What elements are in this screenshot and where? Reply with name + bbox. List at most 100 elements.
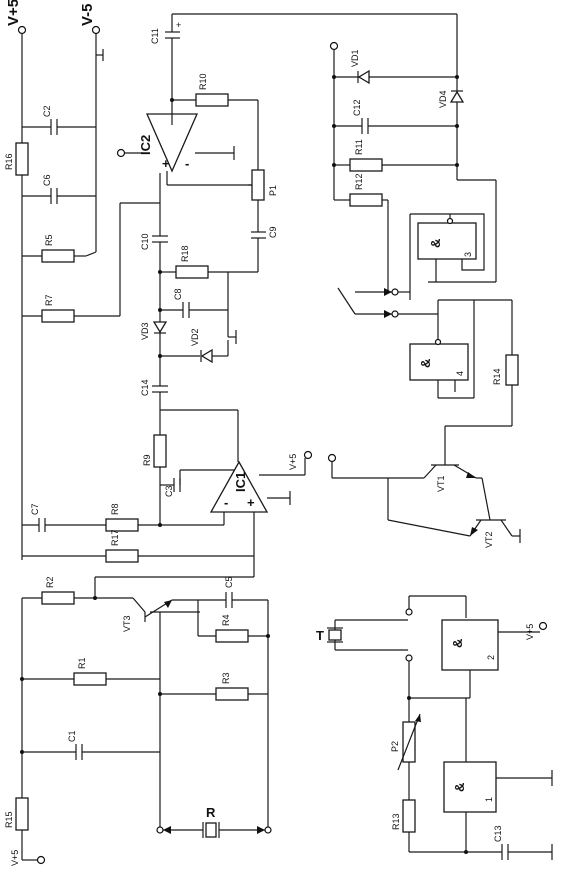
vd1-label: VD1 xyxy=(350,49,360,67)
resistor-r7: R7 xyxy=(22,202,160,323)
r12-label: R12 xyxy=(354,173,364,190)
gate1-number: 1 xyxy=(484,797,494,802)
r8-label: R8 xyxy=(110,503,120,515)
c11-plus: + xyxy=(176,20,181,30)
v5-terminal-ic1: V+5 xyxy=(288,450,313,475)
resistor-r2: R2 xyxy=(22,576,133,605)
ic2-amplifier: IC2 + - xyxy=(116,113,258,186)
vd4-label: VD4 xyxy=(438,90,448,108)
resistor-r14: R14 xyxy=(444,354,519,455)
gate2-inputs xyxy=(405,595,467,698)
potentiometer-p2: P2 xyxy=(390,698,421,800)
r9-label: R9 xyxy=(142,454,152,466)
resistor-r1: R1 xyxy=(20,657,160,686)
r4-label: R4 xyxy=(221,614,231,626)
resistor-r4: R4 xyxy=(197,600,270,643)
r5-label: R5 xyxy=(44,234,54,246)
ic2-minus: - xyxy=(185,156,189,171)
resistor-r15: R15 xyxy=(4,797,29,831)
gate1-symbol: & xyxy=(452,783,467,792)
r18-label: R18 xyxy=(180,245,190,262)
gate2-symbol: & xyxy=(450,639,465,648)
c10-label: C10 xyxy=(140,233,150,250)
vt3-label: VT3 xyxy=(122,615,132,632)
c12-label: C12 xyxy=(352,99,362,116)
gate4-symbol: & xyxy=(418,359,433,368)
ic1-label: IC1 xyxy=(233,472,248,492)
r14-label: R14 xyxy=(492,368,502,385)
switch xyxy=(337,287,439,340)
c7-label: C7 xyxy=(30,503,40,515)
c3-label: C3 xyxy=(164,485,174,497)
capacitor-c1: C1 xyxy=(20,730,160,760)
c13-label: C13 xyxy=(493,825,503,842)
ground-c8 xyxy=(228,330,237,344)
gate3-number: 3 xyxy=(463,252,473,257)
r16-label: R16 xyxy=(4,153,14,170)
c6-label: C6 xyxy=(42,174,52,186)
r11-label: R11 xyxy=(354,139,364,155)
c5-label: C5 xyxy=(224,576,234,588)
capacitor-c13: C13 xyxy=(409,825,553,860)
nand-gate-2: & 2 V+5 xyxy=(441,619,548,698)
ic2-plus: + xyxy=(162,156,170,171)
c11-label: C11 xyxy=(150,28,160,44)
p2-label: P2 xyxy=(390,741,400,752)
c1-label: C1 xyxy=(67,730,77,742)
r10-label: R10 xyxy=(198,73,208,90)
vminus-label: V-5 xyxy=(79,3,96,26)
r15-label: R15 xyxy=(4,811,14,828)
transistor-vt2: VT2 xyxy=(387,477,521,548)
capacitor-c10: C10 xyxy=(140,173,168,386)
potentiometer-p1: P1 xyxy=(248,169,278,232)
ic2-label: IC2 xyxy=(138,135,153,155)
gate4-number: 4 xyxy=(455,371,465,376)
vt2-label: VT2 xyxy=(484,531,494,548)
c14-label: C14 xyxy=(140,379,150,396)
t-label: T xyxy=(316,628,324,643)
resistor-r17: R17 xyxy=(22,512,255,563)
supply-rails: V+5 V-5 xyxy=(5,0,104,560)
rail-v5-left: V+5 xyxy=(10,598,46,866)
resistor-r12: R12 xyxy=(334,173,389,292)
capacitor-c11: C11 + xyxy=(150,13,457,125)
ic1-minus: - xyxy=(224,495,228,510)
diode-vd2: VD2 xyxy=(158,328,229,364)
resistor-r8-c7: C7 R8 xyxy=(22,503,225,532)
ic1-plus: + xyxy=(247,495,255,510)
transistor-vt3: VT3 xyxy=(122,597,200,828)
nand-gate-1: & 1 xyxy=(443,698,553,852)
capacitor-c14: C14 xyxy=(140,379,168,435)
p1-label: P1 xyxy=(268,185,278,196)
sensor-r: R xyxy=(156,805,272,838)
resistor-r16: R16 xyxy=(4,142,29,176)
capacitor-c6: C6 xyxy=(22,174,96,204)
diode-vd3: VD3 xyxy=(140,321,168,340)
vt1-label: VT1 xyxy=(436,475,446,492)
capacitor-c8: C8 xyxy=(158,272,229,337)
right-top-network: VD1 VD4 C12 R11 xyxy=(329,14,465,200)
r-label: R xyxy=(206,805,216,820)
vminus-terminal[interactable] xyxy=(91,25,101,35)
nand-gate-4: & 4 xyxy=(409,299,475,399)
c8-label: C8 xyxy=(173,288,183,300)
resistor-r18: R18 xyxy=(158,245,228,279)
r17-label: R17 xyxy=(110,529,120,546)
gate2-v5-label: V+5 xyxy=(525,624,535,640)
resistor-r3: R3 xyxy=(158,672,268,701)
capacitor-c9: C9 xyxy=(228,226,278,273)
r7-label: R7 xyxy=(44,294,54,306)
c9-label: C9 xyxy=(268,226,278,238)
resistor-r13: R13 xyxy=(391,799,416,852)
vplus-terminal[interactable] xyxy=(17,25,27,35)
transistor-vt1: VT1 xyxy=(388,455,482,492)
vt-input-terminal xyxy=(327,453,388,479)
ic1-amplifier: IC1 - + xyxy=(209,460,305,513)
r2-label: R2 xyxy=(45,576,55,588)
capacitor-c3: C3 xyxy=(159,469,235,525)
capacitor-c2: C2 xyxy=(22,105,96,135)
vd3-label: VD3 xyxy=(140,322,150,340)
resistor-r9: R9 xyxy=(142,434,167,485)
gate2-number: 2 xyxy=(486,655,496,660)
r3-label: R3 xyxy=(221,672,231,684)
